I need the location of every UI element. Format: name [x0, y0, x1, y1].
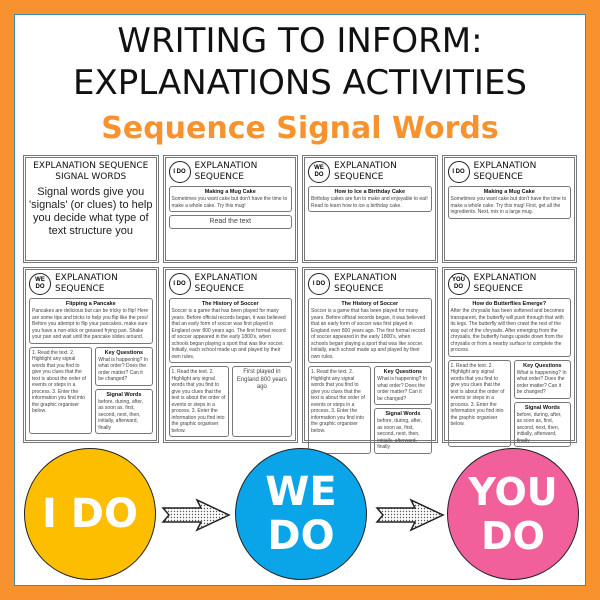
story-text: Birthday cakes are fun to make and enjoy…	[311, 196, 428, 209]
key-questions-text: What is happening? In what order? Does t…	[377, 376, 428, 402]
card-heading: EXPLANATION SEQUENCE	[334, 161, 397, 182]
story-text: Soccer is a game that has been played fo…	[311, 308, 426, 360]
arrow-right-icon	[375, 498, 445, 532]
signal-words-text: before, during, after, as soon as, first…	[377, 418, 423, 450]
instructions-box: 1. Read the text. 2. Highlight any signa…	[447, 359, 511, 447]
instructions-box: 1. Read the text. 2. Highlight any signa…	[29, 346, 93, 434]
we-do-label: WE DO	[265, 469, 337, 559]
signal-words-text: before, during, after, as soon as, first…	[516, 411, 562, 444]
level-badge: I DO	[168, 161, 191, 183]
level-badge: I DO	[168, 273, 191, 295]
card-heading: EXPLANATION SEQUENCE	[473, 273, 537, 294]
story-text: Pancakes are delicious but can be tricky…	[32, 308, 149, 340]
story-text: After the chrysalis has been softened an…	[450, 308, 565, 353]
key-questions-text: What is happening? In what order? Does t…	[516, 369, 567, 396]
level-badge: WE DO	[308, 161, 330, 183]
subtitle: Sequence Signal Words	[101, 111, 499, 146]
card-heading: EXPLANATION SEQUENCE	[194, 273, 258, 294]
side-panels: 1. Read the text. 2. Highlight any signa…	[308, 366, 432, 454]
story-title: How to Ice a Birthday Cake	[334, 189, 406, 195]
card-heading: EXPLANATION SEQUENCE	[473, 161, 537, 182]
you-do-circle: YOU DO	[447, 448, 579, 580]
card-heading: EXPLANATION SEQUENCE	[55, 273, 118, 294]
instructions-box: 1. Read the text. 2. Highlight any signa…	[308, 366, 372, 454]
instruction-box: Read the text	[168, 215, 292, 229]
key-questions-title: Key Questions	[104, 349, 144, 356]
signal-words-title: Signal Words	[524, 404, 560, 411]
story-text: Sometimes you want cake but don't have t…	[171, 196, 288, 209]
product-cover: WRITING TO INFORM: EXPLANATIONS ACTIVITI…	[14, 14, 586, 586]
signal-words-text: before, during, after, as soon as, first…	[98, 398, 144, 431]
signal-words-sheet: EXPLANATION SEQUENCE SIGNAL WORDS Signal…	[23, 155, 159, 263]
signal-text: Signal words give you 'signals' (or clue…	[29, 186, 153, 237]
story-title: How do Butterflies Emerge?	[472, 301, 547, 307]
story-text: Soccer is a game that has been played fo…	[171, 308, 286, 360]
story-title: The History of Soccer	[341, 301, 399, 307]
key-questions-text: What is happening? In what order? Does t…	[98, 356, 149, 383]
story-title: Making a Mug Cake	[204, 189, 256, 195]
signal-words-title: Signal Words	[106, 391, 142, 398]
sheet-heading: EXPLANATION SEQUENCE SIGNAL WORDS	[33, 161, 149, 182]
story-title: Flipping a Pancake	[65, 301, 116, 307]
signal-words-title: Signal Words	[385, 411, 421, 417]
side-panels: 1. Read the text. 2. Highlight any signa…	[168, 366, 292, 437]
story-title: Making a Mug Cake	[483, 189, 535, 195]
key-questions-title: Key Questions	[523, 362, 562, 369]
level-badge: I DO	[447, 161, 470, 183]
worksheet-collage: EXPLANATION SEQUENCE SIGNAL WORDS Signal…	[23, 155, 577, 454]
level-badge: I DO	[308, 273, 330, 295]
i-do-label: I DO	[41, 491, 138, 537]
we-do-circle: WE DO	[235, 448, 367, 580]
level-badge: YOU DO	[447, 273, 470, 295]
side-panels: 1. Read the text. 2. Highlight any signa…	[29, 346, 153, 434]
card-heading: EXPLANATION SEQUENCE	[194, 161, 258, 182]
story-text: Sometimes you want cake but don't have t…	[450, 196, 567, 215]
organiser-box: First played in England 800 years ago	[231, 366, 292, 437]
title-line-2: EXPLANATIONS ACTIVITIES	[72, 63, 528, 103]
side-panels: 1. Read the text. 2. Highlight any signa…	[447, 359, 571, 447]
you-do-label: YOU DO	[468, 470, 558, 558]
story-box: How do Butterflies Emerge?After the chry…	[447, 298, 571, 357]
card-heading: EXPLANATION SEQUENCE	[334, 273, 397, 294]
arrow-right-icon	[161, 498, 231, 532]
story-title: The History of Soccer	[201, 301, 259, 307]
i-do-circle: I DO	[24, 448, 156, 580]
instructions-box: 1. Read the text. 2. Highlight any signa…	[168, 366, 229, 437]
level-badge: WE DO	[29, 273, 51, 295]
key-questions-title: Key Questions	[383, 369, 423, 375]
title-line-1: WRITING TO INFORM:	[117, 21, 483, 61]
